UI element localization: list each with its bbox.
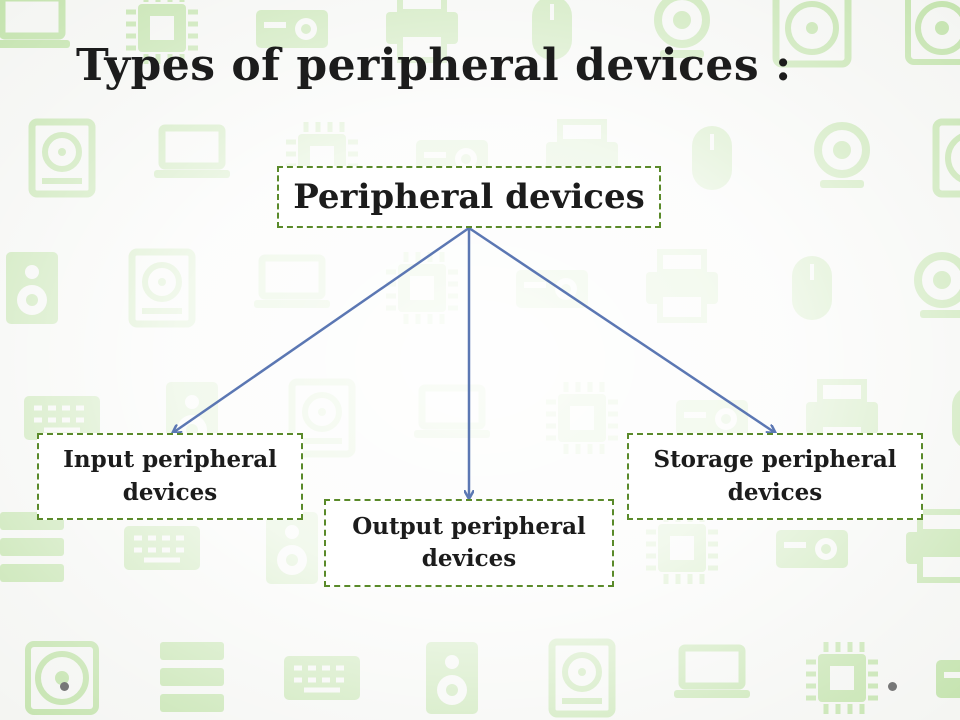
decorative-dot-left bbox=[60, 682, 69, 691]
node-label: Peripheral devices bbox=[293, 177, 645, 217]
node-output-peripheral-devices: Output peripheral devices bbox=[324, 499, 614, 587]
node-label-line2: devices bbox=[122, 478, 218, 506]
node-input-peripheral-devices: Input peripheral devices bbox=[37, 433, 303, 520]
node-label-line2: devices bbox=[727, 478, 823, 506]
decorative-dot-right bbox=[888, 682, 897, 691]
node-label-line1: Input peripheral bbox=[63, 446, 277, 474]
node-label-line1: Storage peripheral bbox=[653, 446, 897, 474]
slide-title: Types of peripheral devices : bbox=[76, 40, 792, 91]
node-label-line1: Output peripheral bbox=[352, 512, 586, 540]
node-label-line2: devices bbox=[421, 545, 517, 572]
node-peripheral-devices: Peripheral devices bbox=[277, 166, 661, 228]
node-storage-peripheral-devices: Storage peripheral devices bbox=[627, 433, 923, 520]
